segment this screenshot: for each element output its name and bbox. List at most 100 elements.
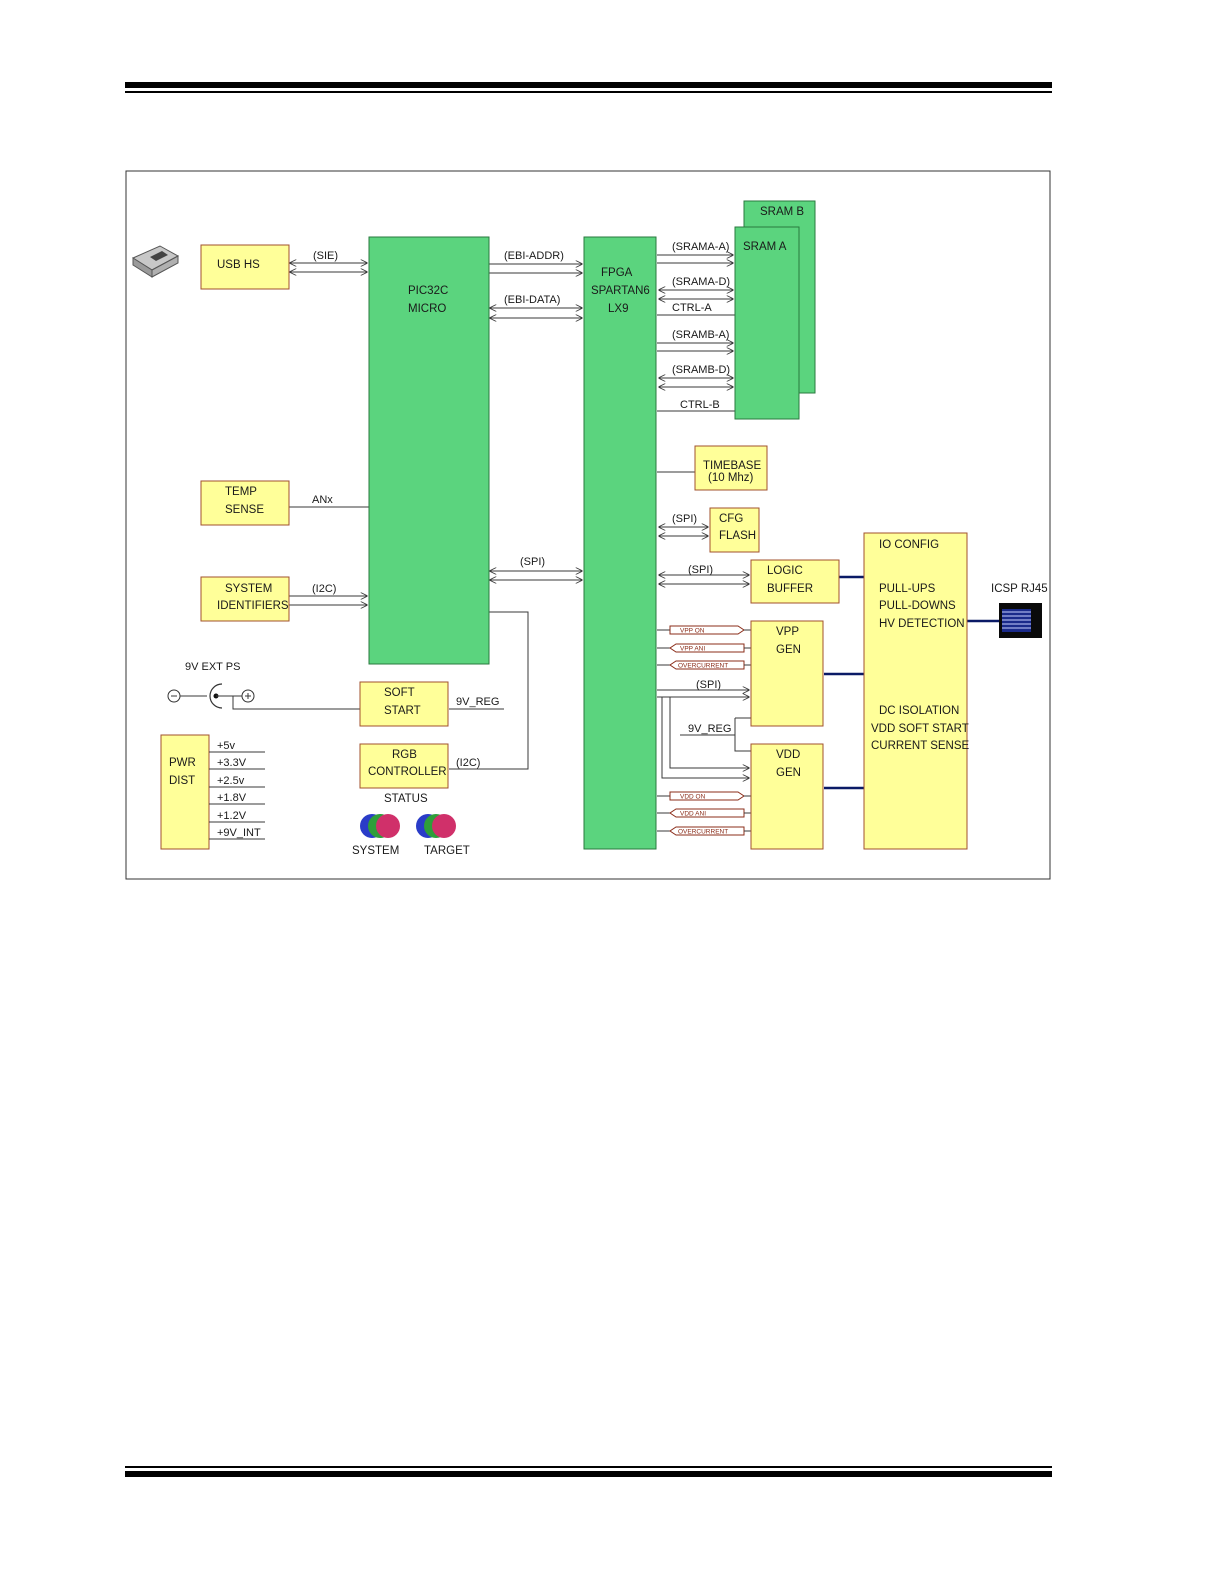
bus-srama-a xyxy=(657,255,733,263)
signal-vdd-overcurrent: OVERCURRENT xyxy=(678,829,728,836)
label-soft-start-2: START xyxy=(384,705,421,717)
block-temp-sense xyxy=(200,480,290,526)
label-pic32c-2: MICRO xyxy=(408,303,446,315)
block-sram-a xyxy=(734,226,800,420)
label-cfg-flash-1: CFG xyxy=(719,513,743,525)
label-vdd-gen-1: VDD xyxy=(776,749,800,761)
rgb-led-icon-target xyxy=(416,814,456,838)
signal-spi-micro: (SPI) xyxy=(520,556,545,568)
signal-srama-a: (SRAMA-A) xyxy=(672,241,729,253)
label-vdd-gen-2: GEN xyxy=(776,767,801,779)
signal-ctrl-b: CTRL-B xyxy=(680,399,720,411)
label-io-config-3: PULL-DOWNS xyxy=(879,600,956,612)
label-rgb-controller-1: RGB xyxy=(392,749,417,761)
label-cfg-flash-2: FLASH xyxy=(719,530,756,542)
signal-i2c-sys: (I2C) xyxy=(312,583,336,595)
label-system: SYSTEM xyxy=(352,845,399,857)
rail-1v2: +1.2V xyxy=(217,810,247,822)
label-pwr-dist-1: PWR xyxy=(169,757,196,769)
signal-ctrl-a: CTRL-A xyxy=(672,302,712,314)
rail-3v3: +3.3V xyxy=(217,757,247,769)
label-sram-b: SRAM B xyxy=(760,206,804,218)
rail-5v: +5v xyxy=(217,740,236,752)
block-vdd-gen xyxy=(750,743,824,850)
bottom-rule-thick xyxy=(125,1471,1052,1477)
vdd-signal-tags xyxy=(657,791,751,836)
signal-vreg-vdd: 9V_REG xyxy=(688,723,731,735)
block-usb-hs xyxy=(200,244,290,290)
label-icsp: ICSP RJ45 xyxy=(991,583,1048,595)
block-cfg-flash xyxy=(709,507,760,553)
label-fpga-1: FPGA xyxy=(601,267,633,279)
signal-anx: ANx xyxy=(312,494,333,506)
label-fpga-2: SPARTAN6 xyxy=(591,285,650,297)
label-vpp-gen-1: VPP xyxy=(776,626,799,638)
label-timebase-2: (10 Mhz) xyxy=(708,472,754,484)
line-9vreg-vdd xyxy=(680,734,751,752)
bus-spi-micro xyxy=(490,571,582,580)
block-rgb-controller xyxy=(359,743,449,789)
label-io-config-2: PULL-UPS xyxy=(879,583,936,595)
label-vpp-gen-2: GEN xyxy=(776,644,801,656)
rgb-led-icon xyxy=(360,814,400,838)
label-status: STATUS xyxy=(384,793,428,805)
signal-srama-d: (SRAMA-D) xyxy=(672,276,730,288)
signal-spi-buffer: (SPI) xyxy=(688,564,713,576)
block-fpga xyxy=(583,236,657,850)
rail-2v5: +2.5v xyxy=(217,775,245,787)
top-rule-thick xyxy=(125,82,1052,88)
label-pic32c-1: PIC32C xyxy=(408,285,448,297)
label-target: TARGET xyxy=(424,845,470,857)
bus-spi-vpp xyxy=(657,690,749,778)
bottom-rule-thin xyxy=(125,1466,1052,1468)
label-system-identifiers-2: IDENTIFIERS xyxy=(217,600,289,612)
signal-vreg-soft: 9V_REG xyxy=(456,696,499,708)
power-rail-lines xyxy=(209,751,265,840)
top-rule-thin xyxy=(125,91,1052,93)
block-pic32c-micro xyxy=(368,236,490,665)
label-fpga-3: LX9 xyxy=(608,303,628,315)
label-logic-buffer-1: LOGIC xyxy=(767,565,803,577)
block-pwr-dist xyxy=(160,734,210,850)
label-logic-buffer-2: BUFFER xyxy=(767,583,813,595)
block-vpp-gen xyxy=(750,620,824,727)
signal-vpp-ani: VPP ANI xyxy=(680,646,705,653)
vpp-signal-tags xyxy=(657,625,751,670)
label-io-config-5: DC ISOLATION xyxy=(879,705,959,717)
block-io-config xyxy=(863,532,968,850)
block-soft-start xyxy=(359,681,449,727)
io-bus-lines xyxy=(824,575,999,790)
line-i2c-rgb xyxy=(449,611,529,770)
label-sram-a: SRAM A xyxy=(743,241,787,253)
label-io-config-7: CURRENT SENSE xyxy=(871,740,970,752)
signal-spi-vpp: (SPI) xyxy=(696,679,721,691)
signal-spi-flash: (SPI) xyxy=(672,513,697,525)
label-system-identifiers-1: SYSTEM xyxy=(225,583,272,595)
usb-connector-icon xyxy=(131,245,180,278)
bus-spi-buffer xyxy=(659,575,749,584)
signal-ebi-data: (EBI-DATA) xyxy=(504,294,560,306)
label-usb-hs: USB HS xyxy=(217,259,260,271)
signal-i2c-rgb: (I2C) xyxy=(456,757,480,769)
label-timebase-1: TIMEBASE xyxy=(703,460,761,472)
label-io-config-1: IO CONFIG xyxy=(879,539,939,551)
rail-9v-int: +9V_INT xyxy=(217,827,261,839)
bus-spi-flash xyxy=(659,527,708,536)
bus-i2c-sys xyxy=(289,596,367,605)
barrel-jack-icon xyxy=(167,683,360,710)
rj45-connector-icon xyxy=(999,603,1042,638)
signal-sie: (SIE) xyxy=(313,250,338,262)
block-system-identifiers xyxy=(200,576,290,622)
label-temp-sense-1: TEMP xyxy=(225,486,257,498)
bus-sramb-d xyxy=(659,378,733,387)
block-timebase xyxy=(694,445,768,491)
signal-vpp-on: VPP ON xyxy=(680,628,705,635)
label-io-config-6: VDD SOFT START xyxy=(871,723,969,735)
bus-srama-d xyxy=(659,290,733,299)
signal-vdd-ani: VDD ANI xyxy=(680,811,706,818)
bus-ebi-addr xyxy=(489,264,582,273)
signal-sramb-d: (SRAMB-D) xyxy=(672,364,730,376)
bus-ebi-data xyxy=(490,308,582,318)
bus-sie xyxy=(290,263,367,272)
label-ext-ps: 9V EXT PS xyxy=(185,661,240,673)
